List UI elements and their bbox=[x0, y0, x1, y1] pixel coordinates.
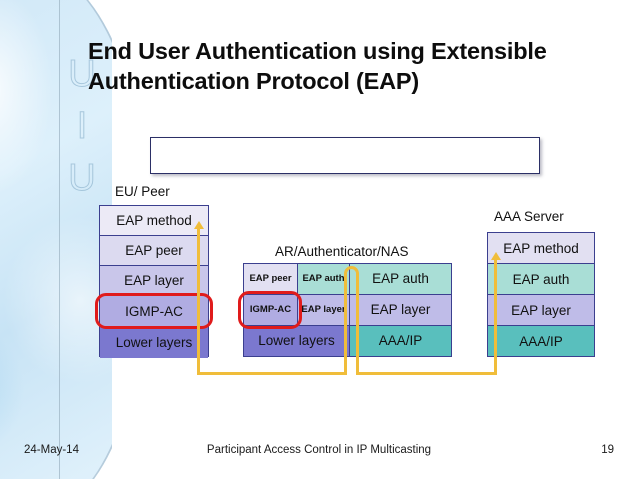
nas-cell-eap-auth: EAP auth bbox=[298, 264, 350, 295]
peer-row-lower-layers: Lower layers bbox=[100, 327, 208, 358]
watermark-line-2: I bbox=[76, 105, 88, 148]
nas-stack: EAP peer IGMP-AC EAP auth EAP layer Lowe… bbox=[243, 263, 452, 357]
empty-content-box bbox=[150, 137, 540, 174]
connector-nas-vertical-left bbox=[344, 278, 348, 374]
aaa-row-aaa-ip: AAA/IP bbox=[488, 326, 594, 356]
aaa-row-eap-method: EAP method bbox=[488, 233, 594, 264]
aaa-stack: EAP method EAP auth EAP layer AAA/IP bbox=[487, 232, 595, 357]
peer-row-igmp-ac: IGMP-AC bbox=[100, 296, 208, 327]
connector-peer-arrowhead bbox=[193, 221, 204, 229]
connector-peer-to-nas-horizontal bbox=[197, 371, 347, 375]
footer-page-number: 19 bbox=[601, 444, 614, 456]
connector-nas-to-aaa-horizontal bbox=[355, 371, 497, 375]
nas-stack-label: AR/Authenticator/NAS bbox=[275, 244, 409, 259]
connector-nas-top-uturn bbox=[344, 266, 359, 280]
peer-row-eap-peer: EAP peer bbox=[100, 236, 208, 266]
aaa-stack-label: AAA Server bbox=[494, 209, 564, 224]
aaa-row-eap-layer: EAP layer bbox=[488, 295, 594, 326]
nas-cell-eap-layer: EAP layer bbox=[298, 295, 350, 326]
uiu-watermark: U I U bbox=[52, 48, 112, 204]
nas-cell-right-eap-layer: EAP layer bbox=[350, 295, 451, 326]
peer-stack-label: EU/ Peer bbox=[115, 184, 170, 199]
nas-cell-lower-layers: Lower layers bbox=[244, 326, 350, 356]
footer-title: Participant Access Control in IP Multica… bbox=[206, 444, 432, 456]
aaa-row-eap-auth: EAP auth bbox=[488, 264, 594, 295]
peer-stack: EAP method EAP peer EAP layer IGMP-AC Lo… bbox=[99, 205, 209, 358]
footer-date: 24-May-14 bbox=[24, 444, 79, 456]
peer-row-eap-method: EAP method bbox=[100, 206, 208, 236]
watermark-line-3: U bbox=[68, 157, 96, 200]
connector-nas-vertical-right bbox=[355, 278, 359, 374]
connector-aaa-vertical bbox=[494, 259, 498, 375]
side-panel-curved-edge bbox=[59, 0, 100, 479]
nas-cell-right-eap-auth: EAP auth bbox=[350, 264, 451, 295]
peer-row-eap-layer: EAP layer bbox=[100, 266, 208, 296]
decorative-side-panel: U I U bbox=[0, 0, 112, 479]
watermark-line-1: U bbox=[68, 53, 96, 96]
connector-aaa-arrowhead bbox=[490, 252, 501, 260]
nas-cell-right-aaa-ip: AAA/IP bbox=[350, 326, 451, 356]
connector-peer-vertical bbox=[197, 228, 201, 375]
slide-title: End User Authentication using Extensible… bbox=[88, 38, 547, 94]
nas-cell-igmp-ac: IGMP-AC bbox=[244, 295, 298, 326]
nas-cell-eap-peer: EAP peer bbox=[244, 264, 298, 295]
